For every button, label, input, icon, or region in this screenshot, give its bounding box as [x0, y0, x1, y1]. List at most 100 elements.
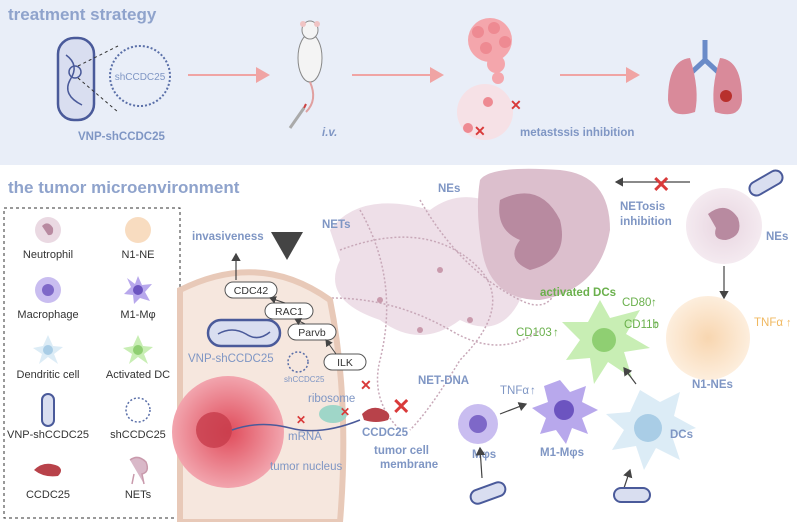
nucleus-label: tumor nucleus — [270, 461, 342, 473]
legend-label: shCCDC25 — [110, 429, 166, 441]
legend-item: Neutrophil — [23, 217, 73, 261]
plasmid-label: shCCDC25 — [115, 72, 166, 83]
section-title-tme: the tumor microenvironment — [8, 178, 240, 197]
block-x-1: ✕ — [510, 97, 522, 113]
neutrophil-large-icon — [477, 168, 610, 300]
cd103-label: CD103 — [516, 327, 552, 339]
legend-label: M1-Mφ — [120, 309, 155, 321]
legend-label: Activated DC — [106, 369, 170, 381]
ilk-label: ILK — [337, 357, 353, 369]
pathway-cdc42: CDC42 — [224, 281, 278, 299]
svg-text:↑: ↑ — [653, 319, 659, 331]
dendritic-cell-icon — [33, 335, 63, 364]
bacterium-icon — [41, 393, 55, 427]
block-x-ilk: ✕ — [360, 377, 372, 393]
dendritic-cell-large-icon — [606, 390, 696, 470]
block-x-ccdc25: ✕ — [392, 394, 410, 419]
lungs-icon — [668, 40, 742, 115]
ccdc25-label: CCDC25 — [362, 427, 409, 439]
legend-item: Macrophage — [17, 277, 79, 321]
vnp-bacterium-small-icon-3 — [469, 481, 507, 505]
legend-label: Neutrophil — [23, 249, 73, 261]
net-dna-label: NET-DNA — [418, 375, 469, 387]
svg-text:✕: ✕ — [296, 413, 306, 427]
legend-label: Macrophage — [17, 309, 78, 321]
activated-dcs-label: activated DCs — [540, 287, 616, 299]
ribosome-label: ribosome — [308, 393, 355, 405]
plasmid-large-icon — [109, 45, 171, 107]
n1-ne-large-icon — [666, 296, 750, 380]
activated-dc-large-icon — [562, 300, 650, 384]
netosis-label-1: NETosis — [620, 201, 665, 213]
svg-text:↑: ↑ — [786, 317, 792, 329]
cd80-label: CD80 — [622, 297, 651, 309]
dcs-label: DCs — [670, 429, 693, 441]
ccdc25-icon — [362, 407, 390, 422]
block-x-2: ✕ — [474, 123, 486, 139]
vnp-bacterium-small-icon-1 — [748, 169, 784, 197]
pathway-parvb: Parvb — [287, 323, 337, 341]
mouse-icon — [288, 20, 323, 129]
tnfa-mid-label: TNFα — [500, 385, 529, 397]
plasmid-small-icon — [287, 351, 309, 373]
tnfa-right-label: TNFα — [754, 317, 783, 329]
legend-label: NETs — [125, 489, 152, 501]
vnp-bacterium-large-icon — [56, 36, 96, 122]
vnp-strategy-label: VNP-shCCDC25 — [78, 131, 166, 143]
legend-item: CCDC25 — [26, 463, 70, 501]
m1-mphi-label: M1-Mφs — [540, 447, 584, 459]
m1-macrophage-icon — [124, 276, 152, 304]
n1-ne-icon — [125, 217, 151, 243]
activated-dc-icon — [123, 335, 153, 364]
legend-item: N1-NE — [121, 217, 155, 261]
legend: Neutrophil N1-NE Macrophage M1-MφDendritic … — [7, 217, 170, 501]
legend-label: CCDC25 — [26, 489, 70, 501]
top-panel — [0, 0, 797, 165]
ccdc25-icon — [34, 463, 61, 477]
vnp-bacterium-small-icon-2 — [613, 487, 651, 503]
outcome-label: metastssis inhibition — [520, 127, 634, 139]
pathway-rac1: RAC1 — [264, 302, 314, 320]
nets-icon — [129, 456, 149, 485]
block-x-netosis: ✕ — [652, 172, 670, 197]
nes-right-label: NEs — [766, 231, 788, 243]
vnp-tme-label: VNP-shCCDC25 — [188, 353, 274, 365]
ribosome-icon — [319, 405, 347, 423]
invasiveness-label: invasiveness — [192, 231, 264, 243]
legend-label: Dendritic cell — [17, 369, 80, 381]
pathway-ilk: ILK — [323, 353, 367, 371]
rac1-label: RAC1 — [275, 306, 303, 318]
sh-small-label: shCCDC25 — [284, 375, 325, 384]
legend-label: VNP-shCCDC25 — [7, 429, 89, 441]
neutrophil-icon — [35, 217, 61, 243]
legend-item: Activated DC — [106, 335, 170, 381]
legend-item: NETs — [125, 456, 152, 501]
legend-item: shCCDC25 — [110, 397, 166, 441]
legend-item: Dendritic cell — [17, 335, 80, 381]
route-label: i.v. — [322, 127, 337, 139]
svg-text:↑: ↑ — [651, 297, 657, 309]
cd11b-label: CD11b — [624, 319, 659, 331]
membrane-label-1: tumor cell — [374, 445, 429, 457]
legend-item: M1-Mφ — [120, 276, 156, 321]
svg-text:✕: ✕ — [340, 405, 350, 419]
svg-text:↑: ↑ — [553, 327, 559, 339]
section-title-strategy: treatment strategy — [8, 5, 157, 24]
cdc42-label: CDC42 — [234, 285, 269, 297]
parvb-label: Parvb — [298, 327, 326, 339]
nes-label: NEs — [438, 183, 460, 195]
legend-label: N1-NE — [121, 249, 154, 261]
mphi-label: Mφs — [472, 449, 496, 461]
m1-macrophage-large-icon — [532, 380, 598, 444]
mrna-strand — [231, 419, 361, 432]
macrophage-icon — [35, 277, 61, 303]
svg-text:↑: ↑ — [530, 385, 536, 397]
membrane-label-2: membrane — [380, 459, 438, 471]
vnp-bacterium-icon — [206, 318, 282, 348]
plasmid-icon — [125, 397, 151, 423]
macrophage-large-icon — [458, 404, 498, 444]
tumor-cluster-icon — [468, 18, 512, 84]
netosis-label-2: inhibition — [620, 216, 672, 228]
